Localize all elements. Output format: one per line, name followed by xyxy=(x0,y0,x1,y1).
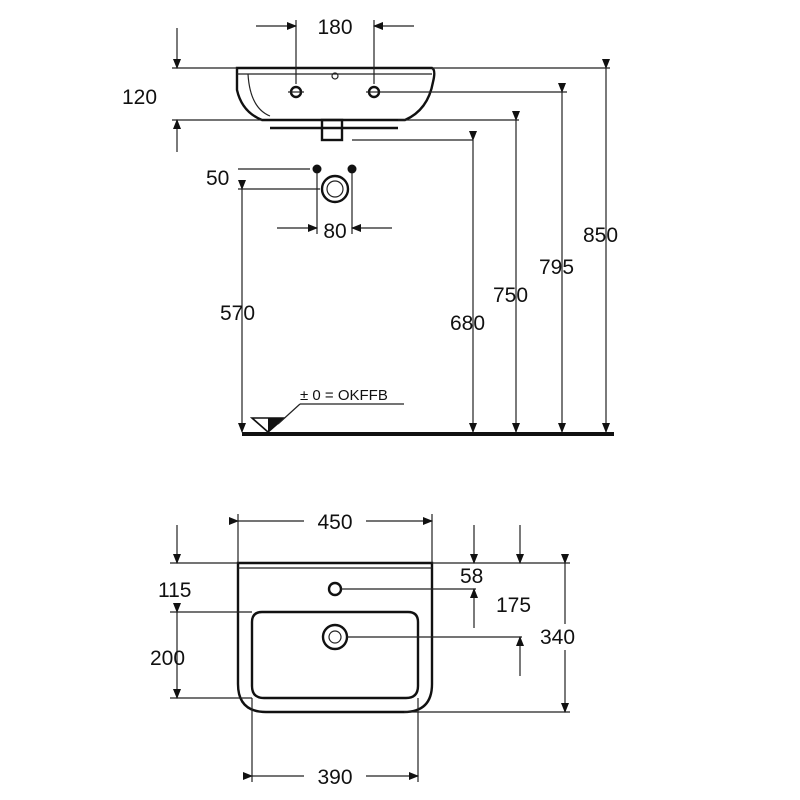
dim-340-label: 340 xyxy=(540,626,575,649)
floor-level-label: ± 0 = OKFFB xyxy=(300,387,388,404)
dim-795-label: 795 xyxy=(539,256,574,279)
dim-750-label: 750 xyxy=(493,284,528,307)
dim-390-label: 390 xyxy=(317,766,352,789)
dim-450-label: 450 xyxy=(317,511,352,534)
dim-115-label: 115 xyxy=(158,579,191,602)
dim-175-label: 175 xyxy=(496,594,531,617)
floor-leader-line xyxy=(277,403,301,425)
dim-850-label: 850 xyxy=(583,224,618,247)
waste-outlet xyxy=(320,118,344,142)
dim-58-label: 58 xyxy=(460,565,483,588)
tap-hole-top xyxy=(327,581,343,597)
drain-inner xyxy=(328,630,342,644)
dim-200-label: 200 xyxy=(150,647,185,670)
dim-50-label: 50 xyxy=(206,167,229,190)
waste-pipe-inner xyxy=(326,180,344,198)
bowl-outline xyxy=(250,610,420,700)
dim-120-label: 120 xyxy=(122,86,157,109)
top-view: 450 115 200 58 175 340 390 xyxy=(150,508,586,789)
dim-180-label: 180 xyxy=(317,16,352,39)
basin-bowl-curve xyxy=(247,73,271,117)
dim-340-label-bg xyxy=(540,624,586,650)
dim-450-label-bg xyxy=(304,508,366,532)
dim-680-label: 680 xyxy=(450,312,485,335)
dim-80-label: 80 xyxy=(323,220,346,243)
dim-390-label-bg xyxy=(304,762,366,788)
overflow-hole xyxy=(331,72,339,80)
supply-point-left xyxy=(312,164,322,174)
side-view: 180 120 50 80 570 680 75 xyxy=(122,16,618,436)
supply-point-right xyxy=(347,164,357,174)
waste-pipe-outer xyxy=(320,174,350,204)
dim-570-label: 570 xyxy=(220,302,255,325)
drain-outer xyxy=(321,623,349,651)
basin-side-outline xyxy=(235,66,436,122)
